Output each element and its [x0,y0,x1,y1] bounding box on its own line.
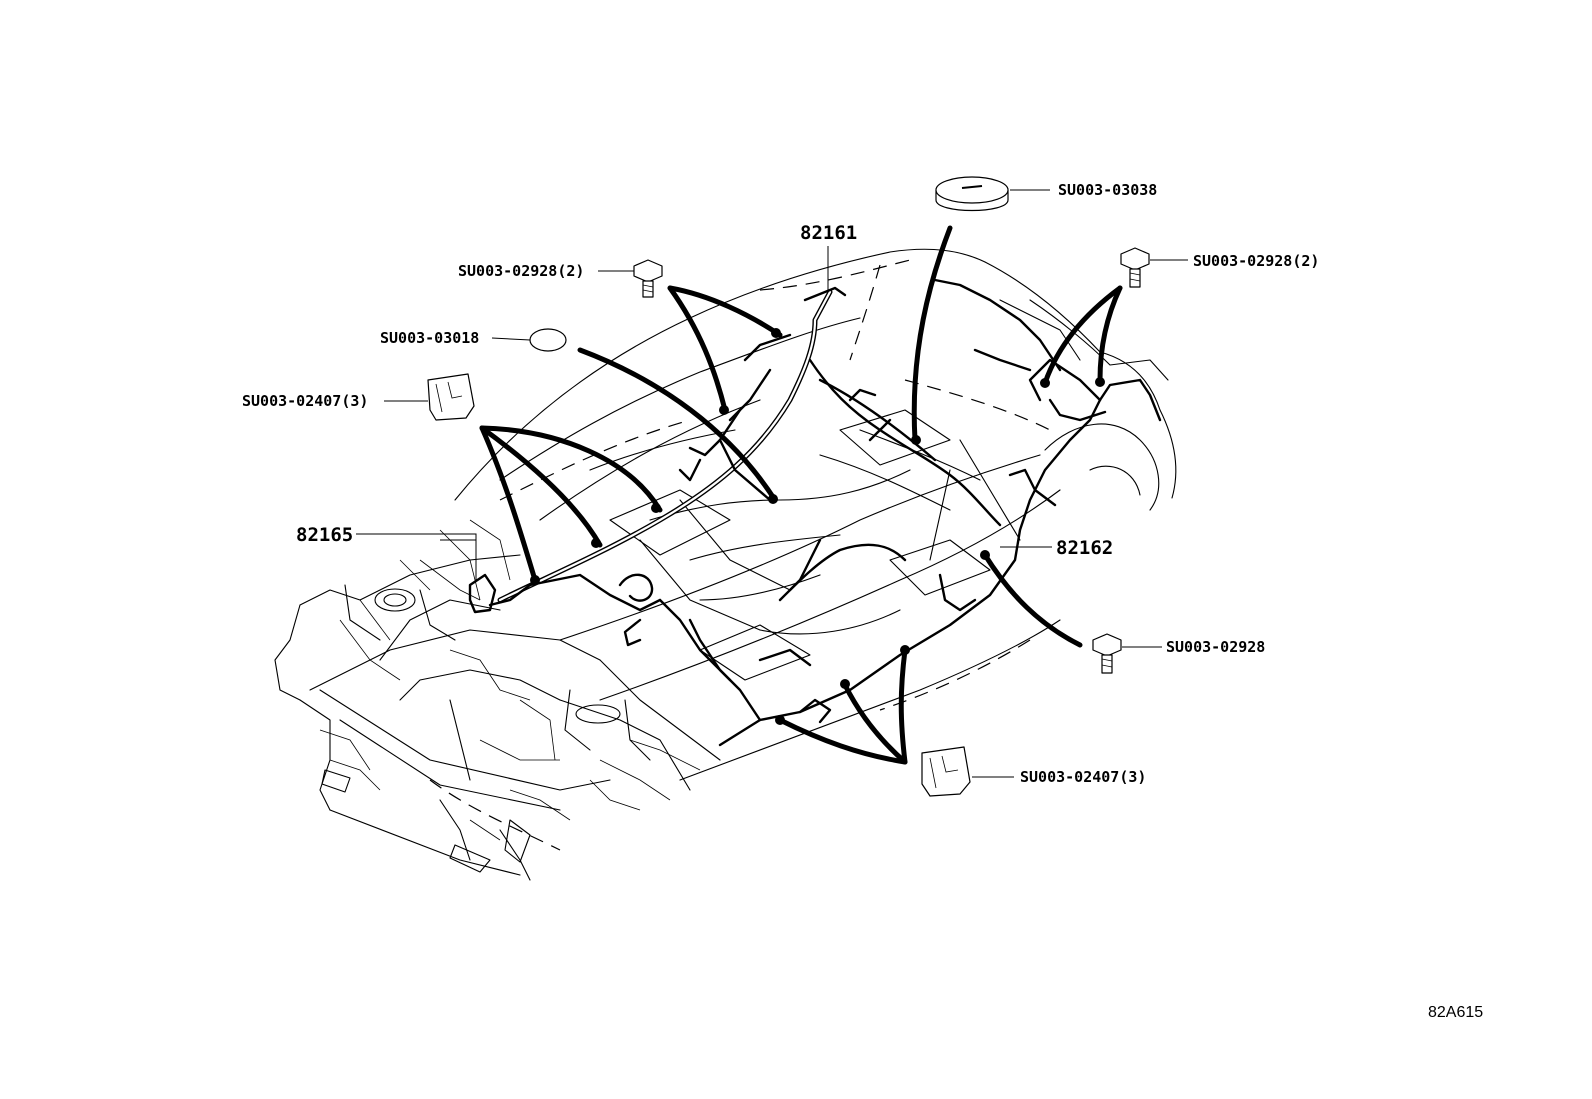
clamp-lower-part [921,746,971,797]
part-number-82161: 82161 [800,222,857,244]
label-bolt-right: SU003-02928(2) [1193,252,1319,270]
locator-fans [479,225,1123,765]
bolt-left-part [633,259,663,298]
clamp-left-part [427,373,475,421]
leader-lines [356,189,1188,778]
label-bolt-left: SU003-02928(2) [458,262,584,280]
label-clamp-lower: SU003-02407(3) [1020,768,1146,786]
bolt-right-part [1120,247,1150,288]
harness-82165-front [468,573,732,682]
vehicle-body [274,248,1177,881]
part-number-82165: 82165 [296,524,353,546]
bolt-lower-part [1092,633,1122,674]
label-plug-left: SU003-03018 [380,329,479,347]
plug-top-part [935,176,1009,212]
label-clamp-left: SU003-02407(3) [242,392,368,410]
harness-82161-main [497,286,1002,603]
plug-left-part [529,328,567,352]
part-number-82162: 82162 [1056,537,1113,559]
figure-reference: 82A615 [1428,1004,1483,1021]
label-bolt-lower: SU003-02928 [1166,638,1265,656]
label-plug-top: SU003-03038 [1058,181,1157,199]
